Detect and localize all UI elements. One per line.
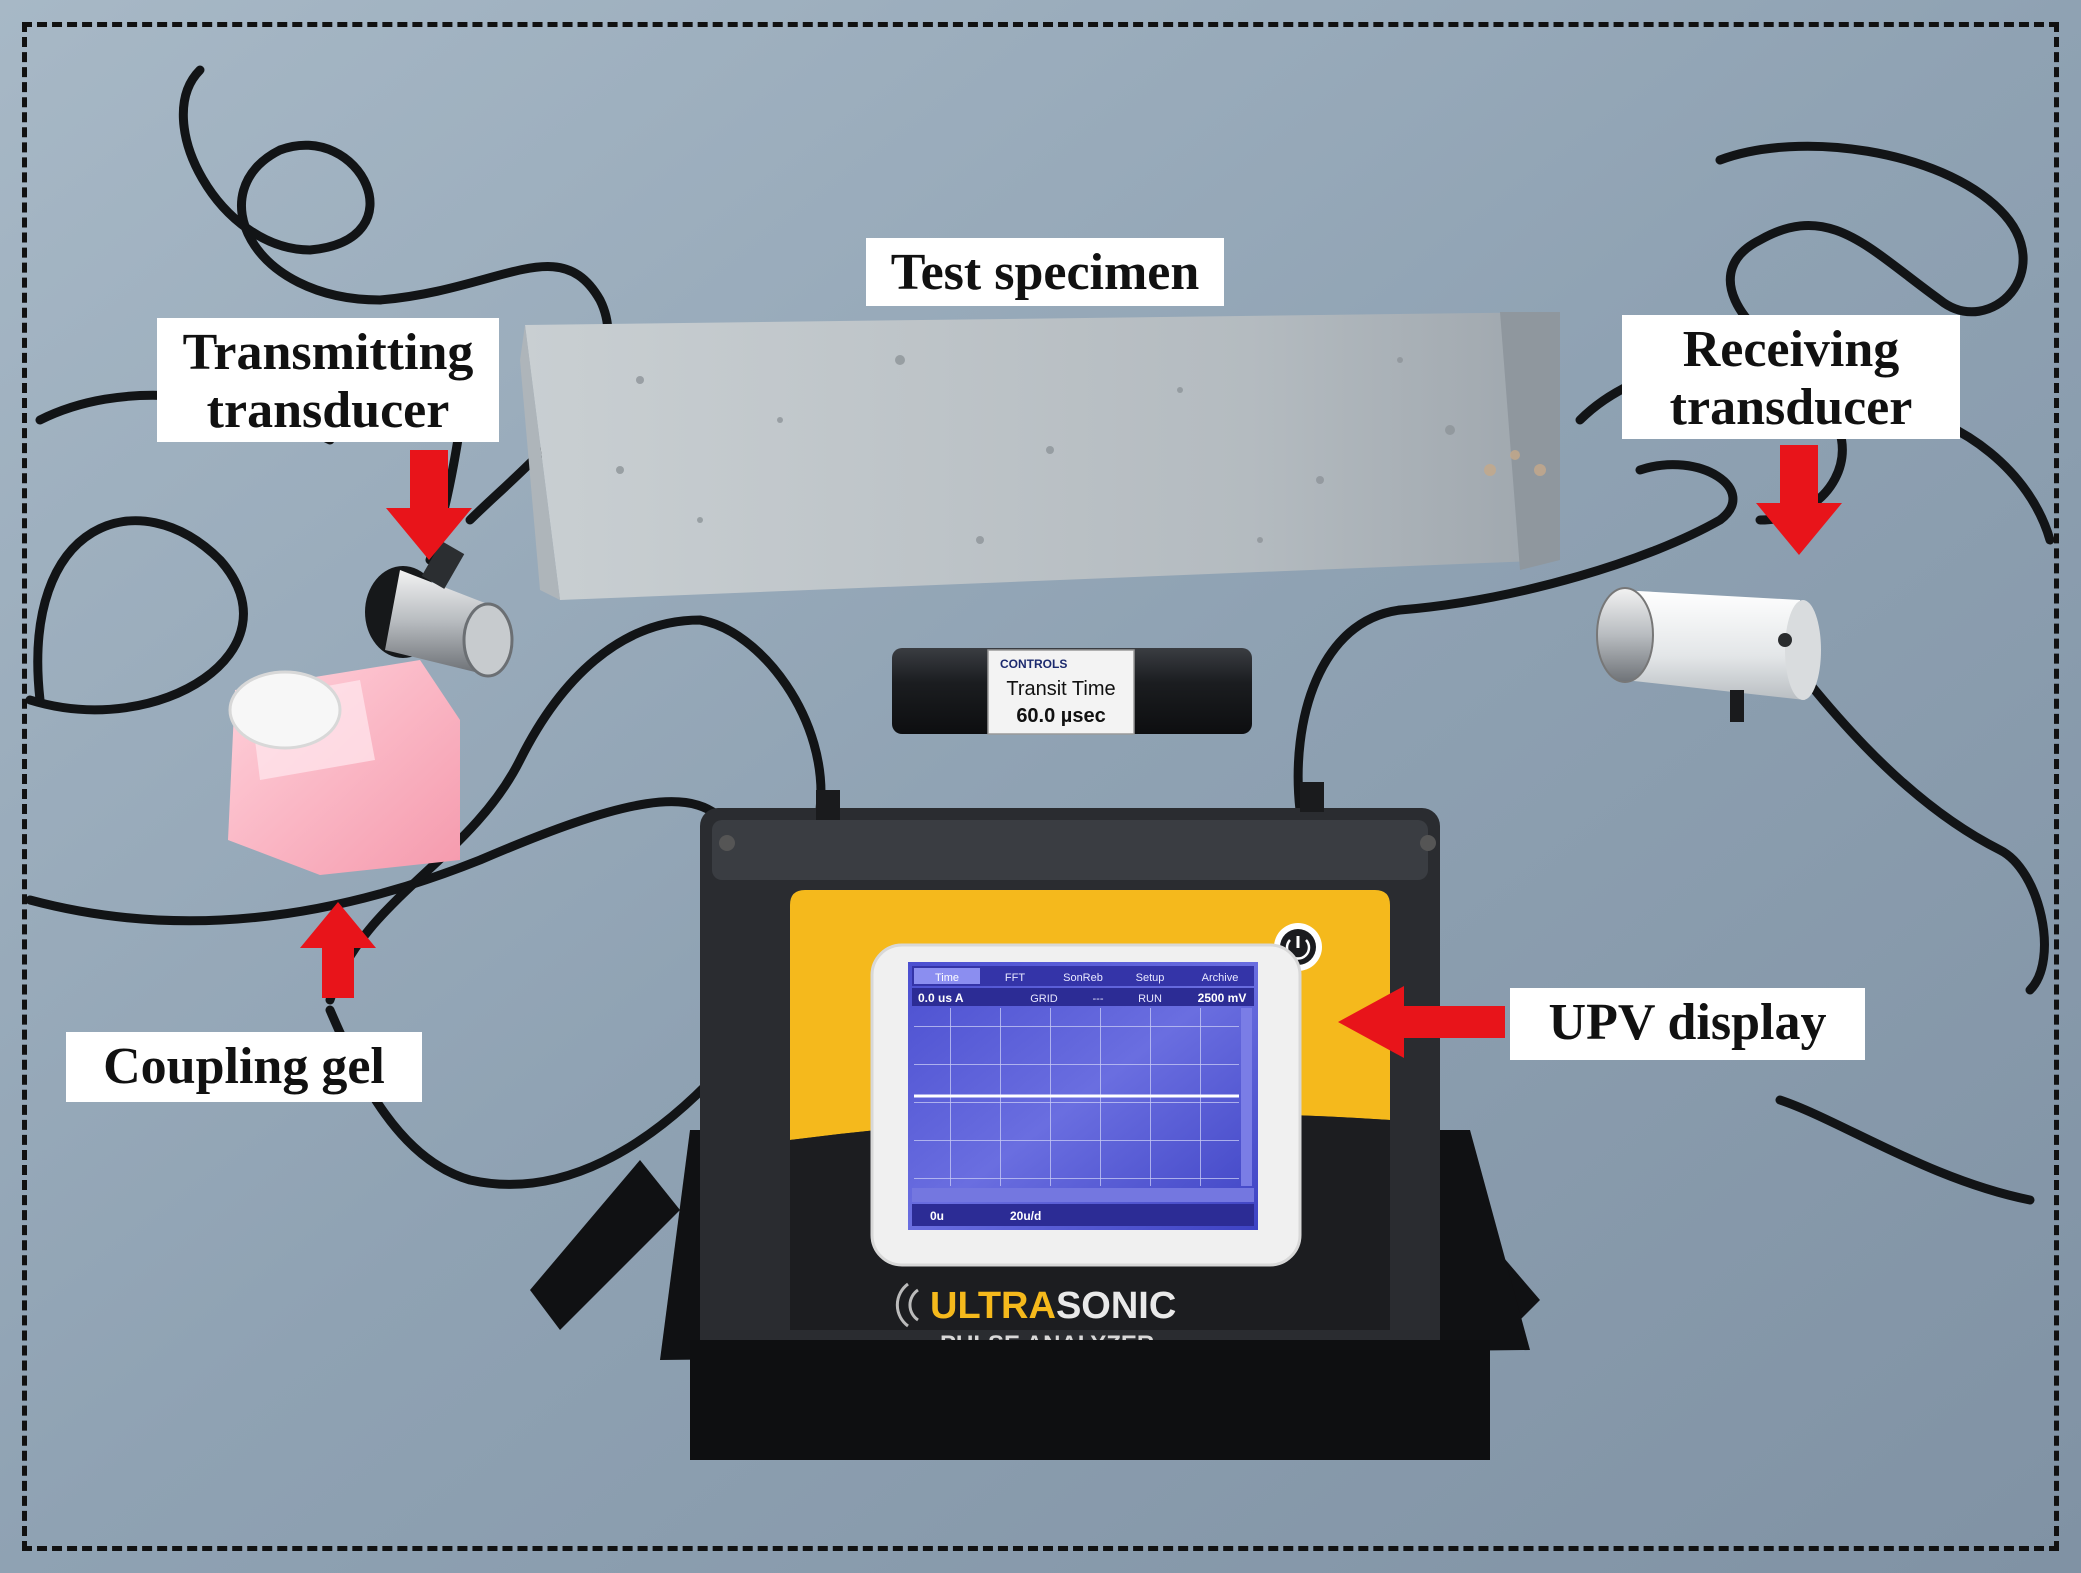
coupling-gel-bottle [228,660,460,875]
run-button[interactable]: RUN [1138,993,1162,1005]
label-transmitting-transducer: Transmitting transducer [157,318,499,442]
label-test-specimen: Test specimen [866,238,1224,306]
label-coupling-gel: Coupling gel [66,1032,422,1102]
label-receiving-transducer: Receiving transducer [1622,315,1960,439]
label-upv-display-text: UPV display [1548,994,1827,1051]
screen-tabs: Time FFT SonReb Setup Archive [914,968,1238,984]
rod-brand-text: CONTROLS [1000,657,1067,671]
readout-time: 0.0 us A [918,991,964,1005]
label-receiving-line2: transducer [1669,379,1913,436]
brand-sonic: SONIC [1056,1285,1176,1327]
label-test-specimen-text: Test specimen [890,244,1200,301]
tab-sonreb[interactable]: SonReb [1063,972,1103,984]
receiving-transducer [1596,587,1821,722]
rod-transit-time-text: Transit Time [1006,678,1115,700]
concrete-specimen [520,312,1560,600]
footer-scale: 20u/d [1010,1209,1041,1223]
annotation-arrows [300,445,1842,1058]
label-coupling-gel-text: Coupling gel [103,1038,385,1095]
calibration-rod: CONTROLS Transit Time 60.0 µsec [892,648,1252,735]
arrow-down-receiving [1756,445,1842,555]
tab-time[interactable]: Time [935,972,959,984]
label-receiving-line1: Receiving [1682,321,1900,378]
transmitting-transducer [365,541,514,678]
brand-ultra: ULTRA [930,1285,1056,1327]
footer-left: 0u [930,1209,944,1223]
rod-transit-value-text: 60.0 µsec [1016,705,1105,727]
arrow-up-coupling-gel [300,902,376,998]
label-upv-display: UPV display [1510,988,1865,1060]
grid-button[interactable]: GRID [1030,993,1058,1005]
tab-setup[interactable]: Setup [1136,972,1165,984]
svg-text:ULTRASONIC: ULTRASONIC [930,1285,1176,1327]
arrow-down-transmitting [386,450,472,560]
arrow-left-upv-display [1338,986,1505,1058]
label-transmitting-line2: transducer [206,382,450,439]
voltage-readout: 2500 mV [1198,991,1247,1005]
dash-button[interactable]: --- [1093,993,1104,1005]
upv-device: Time FFT SonReb Setup Archive 0.0 us A G… [690,782,1490,1460]
label-transmitting-line1: Transmitting [182,324,474,381]
tab-fft[interactable]: FFT [1005,972,1025,984]
tab-archive[interactable]: Archive [1202,972,1239,984]
